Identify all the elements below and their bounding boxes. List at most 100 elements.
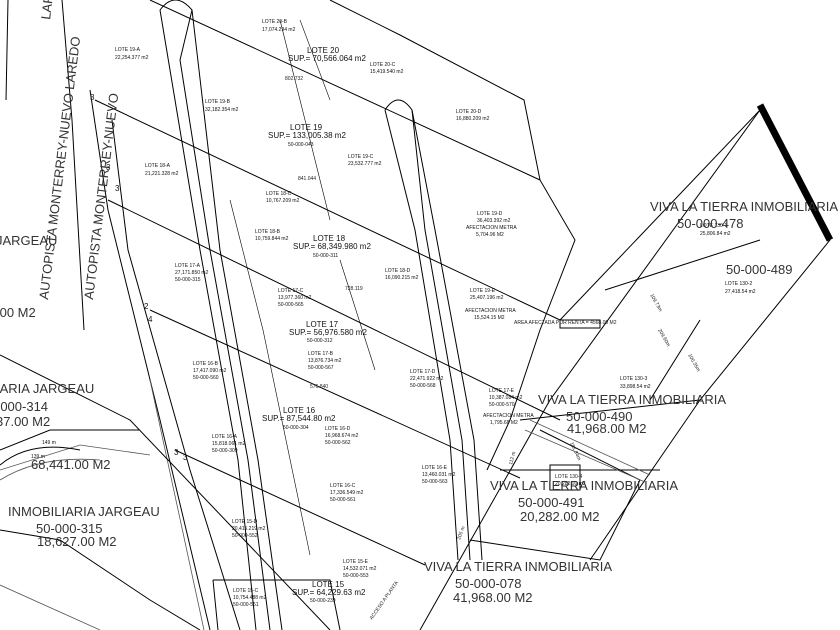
dim-149: 149 m [42,440,56,446]
lot-16c-name: LOTE 16-C [330,483,356,489]
lot-16b-area: 17,417.090 m2 [193,368,227,374]
jargeau-3-area: 68,441.00 M2 [31,457,111,472]
lot-18d-name: LOTE 18-D [385,268,411,274]
dim-728: 728.119 [345,286,363,292]
lot-16b-code: 50-000-560 [193,375,219,381]
lot-19a-name: LOTE 19-A [115,47,141,53]
lot-15c-name: LOTE 15-C [233,588,259,594]
owner-491-account: 50-000-491 [518,495,585,510]
afectacion-labels: AFECTACION METRA 5,704.96 M2 AFECTACION … [465,225,617,426]
lot-17a-code: 50-000-315 [175,277,201,283]
owner-489-account: 50-000-489 [726,262,793,277]
lot-16e-area: 13,460.031 m2 [422,472,456,478]
lot-15e-area: 14,532.071 m2 [343,566,377,572]
marker-7: 3 [183,453,188,462]
jargeau-1-name: JARGEAU [0,233,57,248]
dim-209: 209.60m [656,328,671,348]
acceso-planta-label: ACCESO A PLANTA [369,580,401,621]
afectacion-2-area: 15,524.15 M2 [474,315,505,321]
lot-18a-area: 21,221.328 m2 [145,171,179,177]
lot-15e-name: LOTE 15-E [343,559,369,565]
lot-20c-name: LOTE 20-C [370,62,396,68]
jargeau-2-account: -000-314 [0,399,48,414]
lot-15-sup: SUP.= 64,229.63 m2 [292,588,366,597]
lot-130-4-name: LOTE 130-4 [555,474,582,480]
lot-19b-name: LOTE 19-B [205,99,231,105]
dim-802: 802.732 [285,76,303,82]
lot-130-2-area: 27,418.54 m2 [725,289,756,295]
lot-16c-area: 17,336.549 m2 [330,490,364,496]
lot-15c-area: 10,754.488 m2 [233,595,267,601]
owner-490-name: VIVA LA TIERRA INMOBILIARIA [538,392,726,407]
owner-490-account: 50-000-490 [566,409,633,424]
afectacion-1-label: AFECTACION METRA [466,225,517,231]
dim-576: 576.840 [310,384,328,390]
lot-17c-name: LOTE 17-C [278,288,304,294]
lot-20d-area: 16,880.209 m2 [456,116,490,122]
lot-16a-name: LOTE 16-A [212,434,238,440]
boundary-markers: 3 3 3 2 4 3 3 [90,93,188,462]
lot-17b-code: 50-000-567 [308,365,334,371]
owner-491-name: VIVA LA TIERRA INMOBILIARIA [490,478,678,493]
lot-boundaries [94,0,576,630]
lot-16a-area: 15,818.061 m2 [212,441,246,447]
lot-19-code: 50-000-043 [288,142,314,148]
dim-205: 205 m [456,526,466,541]
highway-lines [0,0,331,630]
afectacion-3-area: 1,795.68 M2 [490,420,518,426]
lot-19c-name: LOTE 19-C [348,154,374,160]
afectacion-1-area: 5,704.96 M2 [476,232,504,238]
jargeau-labels: JARGEAU .00 M2 IARIA JARGEAU -000-314 37… [0,233,160,549]
interior-roads [159,0,483,630]
lot-15d-area: 20,415.219 m2 [232,526,266,532]
marker-5: 4 [148,315,153,324]
owner-490-area: 41,968.00 M2 [567,421,647,436]
lot-18d-area: 16,090.215 m2 [385,275,419,281]
lot-16e-name: LOTE 16-E [422,465,448,471]
lot-17d-name: LOTE 17-D [410,369,436,375]
highway-label-right: AUTOPISTA MONTERREY-NUEVO [81,92,121,300]
marker-6: 3 [174,448,179,457]
owner-491-area: 20,282.00 M2 [520,509,600,524]
jargeau-1-area: .00 M2 [0,305,36,320]
marker-1: 3 [90,93,95,102]
owner-078-area: 41,968.00 M2 [453,590,533,605]
lot-20c-area: 15,419.540 m2 [370,69,404,75]
jargeau-2-area: 37.00 M2 [0,414,50,429]
marker-2: 3 [106,163,111,172]
dim-181: 181.84m [568,441,582,461]
lot-17e-code: 50-000-570 [489,402,515,408]
lot-130-4-area: 20,282.00 m2 [555,481,586,487]
lot-18-name: LOTE 18 [313,234,346,243]
lot-16d-area: 16,968.674 m2 [325,433,359,439]
lot-17e-name: LOTE 17-E [489,388,515,394]
lot-17-code: 50-000-312 [307,338,333,344]
dim-100: 100.35m [686,353,701,373]
lot-15d-name: LOTE 15-D [232,519,258,525]
dim-112: 112 m [508,451,517,466]
marker-3: 3 [115,184,120,193]
lot-17c-area: 13,977.360 m2 [278,295,312,301]
lot-16c-code: 50-000-561 [330,497,356,503]
lot-18-sup: SUP.= 68,349.980 m2 [293,242,371,251]
lot-17d-area: 22,471.922 m2 [410,376,444,382]
lot-19e-area: 25,407.196 m2 [470,295,504,301]
lot-16e-code: 50-000-563 [422,479,448,485]
lot-18c-name: LOTE 18-C [266,191,292,197]
owner-078-name: VIVA LA TIERRA INMOBILIARIA [424,559,612,574]
lot-18b-name: LOTE 18-B [255,229,281,235]
lot-15-code: 50-000-239 [310,598,336,604]
owner-078-account: 50-000-078 [455,576,522,591]
lot-17c-code: 50-000-565 [278,302,304,308]
lot-16-code: 50-000-304 [283,425,309,431]
marker-4: 2 [144,302,149,311]
lot-20d-name: LOTE 20-D [456,109,482,115]
owner-labels: VIVA LA TIERRA INMOBILIARIA 50-000-478 5… [424,199,838,605]
lot-19-sup: SUP.= 133,005.38 m2 [268,131,346,140]
lot-15e-code: 50-000-553 [343,573,369,579]
dim-841: 841.044 [298,176,316,182]
lot-16-name: LOTE 16 [283,406,316,415]
lot-15c-code: 50-000-551 [233,602,259,608]
lot-17b-name: LOTE 17-B [308,351,334,357]
